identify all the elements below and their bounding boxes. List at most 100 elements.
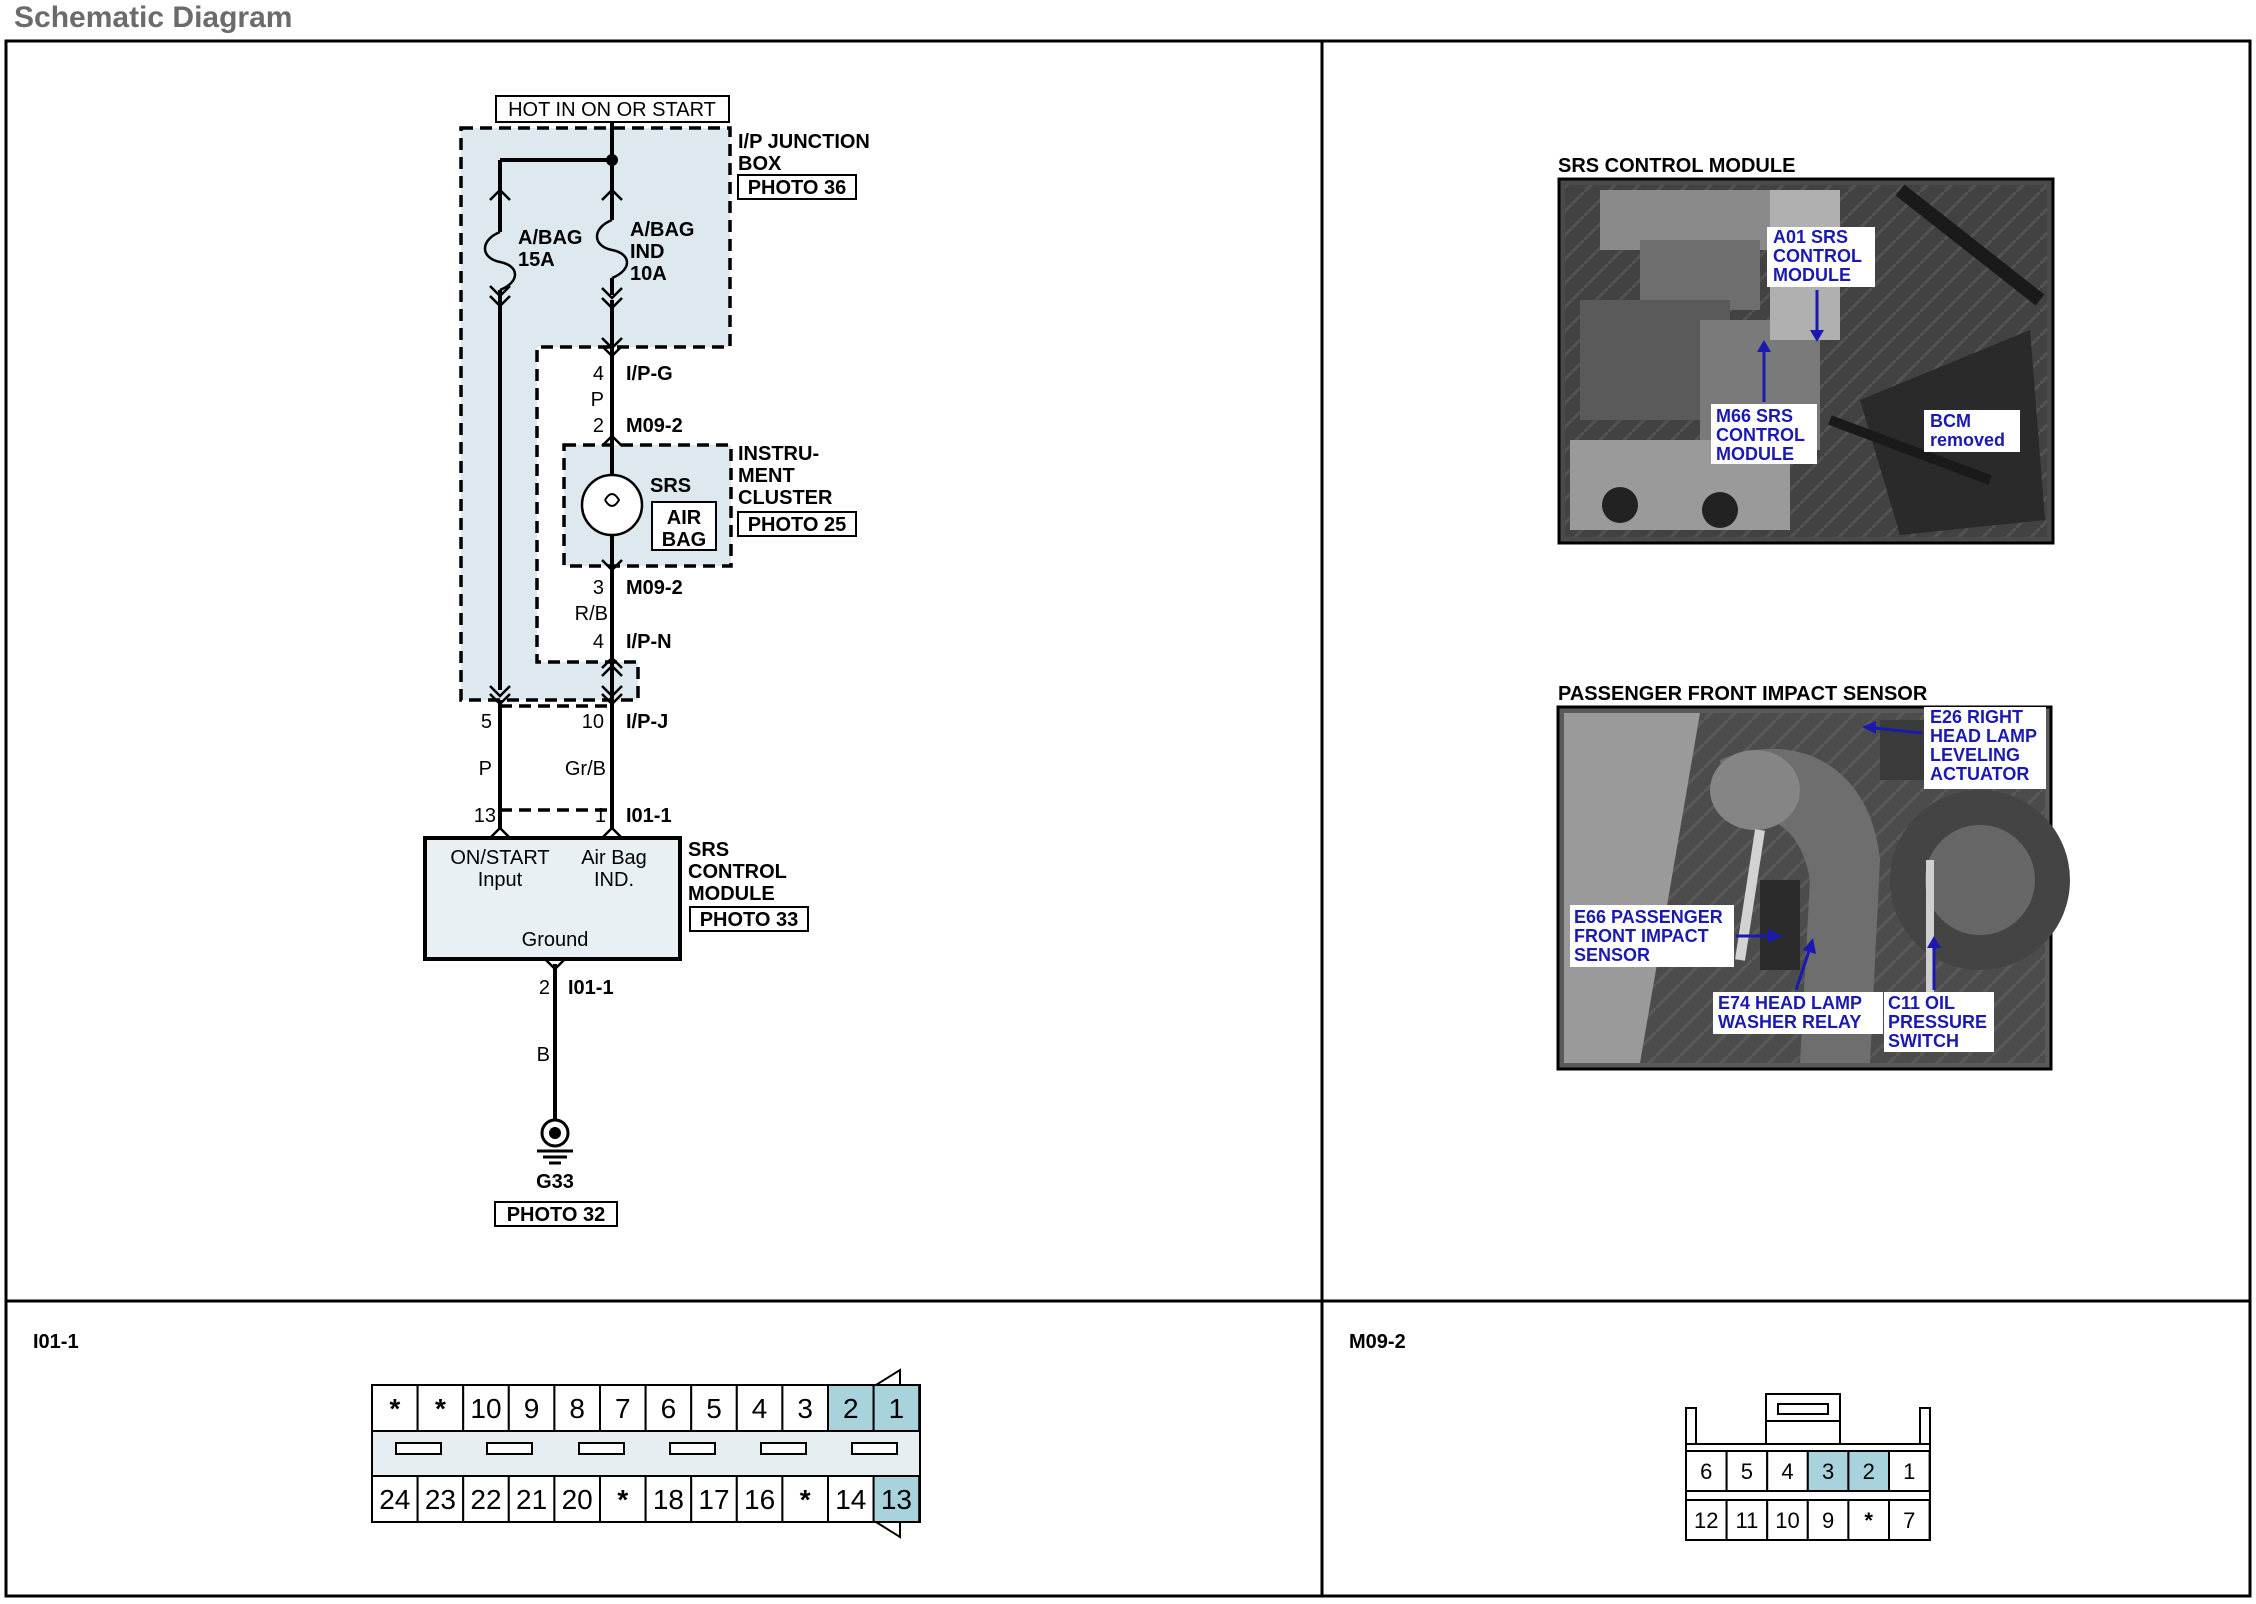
svg-text:CONTROL: CONTROL xyxy=(688,861,787,883)
svg-text:BAG: BAG xyxy=(662,529,706,551)
pin-number: 3 xyxy=(1822,1459,1834,1484)
connector-i01-pin-cell: 23 xyxy=(416,1475,465,1523)
callout-e26: E26 RIGHT xyxy=(1930,707,2023,727)
svg-text:MENT: MENT xyxy=(738,465,795,487)
callout-e74: E74 HEAD LAMP xyxy=(1718,993,1862,1013)
svg-text:WASHER RELAY: WASHER RELAY xyxy=(1718,1012,1861,1032)
pin-number: 6 xyxy=(1700,1459,1712,1484)
connector-m09-pin-cell: 7 xyxy=(1888,1499,1931,1541)
pin-number: * xyxy=(435,1393,446,1424)
pin-number: 10 xyxy=(470,1393,501,1424)
svg-text:BOX: BOX xyxy=(738,153,782,175)
page-title: Schematic Diagram xyxy=(14,1,292,34)
pin-number: 9 xyxy=(1822,1508,1834,1533)
slot-markers xyxy=(395,1442,898,1455)
pin-number: 23 xyxy=(425,1484,456,1515)
connector-i01-pin-cell: 3 xyxy=(781,1384,830,1432)
svg-text:4: 4 xyxy=(593,631,604,653)
svg-text:IND: IND xyxy=(630,241,664,263)
connector-i01-pin-cell: * xyxy=(781,1475,830,1523)
callout-c11: C11 OIL xyxy=(1888,993,1955,1013)
svg-text:removed: removed xyxy=(1930,430,2005,450)
pin-number: 1 xyxy=(1903,1459,1915,1484)
connector-m09-pin-cell: 1 xyxy=(1888,1450,1931,1492)
pin-number: 4 xyxy=(1781,1459,1793,1484)
svg-text:5: 5 xyxy=(481,711,492,733)
page-frame xyxy=(4,39,2252,1598)
pin-number: 13 xyxy=(881,1484,912,1515)
callout-e66: E66 PASSENGER xyxy=(1574,907,1723,927)
svg-text:A/BAG: A/BAG xyxy=(630,219,694,241)
svg-text:2: 2 xyxy=(593,415,604,437)
photo-passenger-front-impact-sensor: PASSENGER FRONT IMPACT SENSOR E26 RIGHT … xyxy=(1556,683,2070,1071)
srs-module-label: SRS xyxy=(688,839,729,861)
photo-srs-control-module: SRS CONTROL MODULE A01 SRS CONTROL MODUL… xyxy=(1557,155,2055,545)
connector-i01-pin-cell: 20 xyxy=(553,1475,602,1523)
svg-text:IND.: IND. xyxy=(594,869,634,891)
connector-i01-pin-cell: * xyxy=(599,1475,647,1523)
pin-number: 12 xyxy=(1694,1508,1718,1533)
module-shade xyxy=(425,838,680,959)
pin-number: 5 xyxy=(706,1393,722,1424)
junction-box-outline xyxy=(459,126,732,702)
svg-text:13: 13 xyxy=(474,805,496,827)
cluster-photo: PHOTO 25 xyxy=(748,514,847,536)
pin-number: 4 xyxy=(752,1393,768,1424)
connector-i01-pin-cell: 4 xyxy=(735,1384,784,1432)
connector-i01-pin-cell: 6 xyxy=(644,1384,693,1432)
pin-number: 18 xyxy=(653,1484,684,1515)
svg-text:ON/START: ON/START xyxy=(450,847,549,869)
connector-m09-bottom: M09-2 xyxy=(626,577,683,599)
pin-number: 6 xyxy=(661,1393,677,1424)
svg-text:MODULE: MODULE xyxy=(1716,444,1794,464)
svg-text:10A: 10A xyxy=(630,263,667,285)
connector-i01-pin-cell: 2 xyxy=(827,1384,875,1432)
svg-text:Gr/B: Gr/B xyxy=(565,758,606,780)
srs-control-module xyxy=(423,836,682,961)
connector-m09-pin-cell: 6 xyxy=(1685,1450,1728,1492)
pin-number: 14 xyxy=(835,1484,866,1515)
pin-number: * xyxy=(389,1393,400,1424)
svg-text:3: 3 xyxy=(593,577,604,599)
svg-text:FRONT IMPACT: FRONT IMPACT xyxy=(1574,926,1709,946)
pin-number: 11 xyxy=(1735,1508,1758,1533)
svg-text:CONTROL: CONTROL xyxy=(1773,246,1862,266)
svg-text:PRESSURE: PRESSURE xyxy=(1888,1012,1987,1032)
ground-label: G33 xyxy=(536,1171,574,1193)
connector-m09-pin-cell: 12 xyxy=(1685,1499,1728,1541)
svg-text:Input: Input xyxy=(478,869,523,891)
pin-number: * xyxy=(800,1484,811,1515)
svg-text:2: 2 xyxy=(539,977,550,999)
connector-i01-pin-cell: * xyxy=(416,1384,465,1432)
svg-text:Air Bag: Air Bag xyxy=(581,847,647,869)
svg-text:15A: 15A xyxy=(518,249,555,271)
connector-i01-pin-cell: 8 xyxy=(553,1384,602,1432)
svg-text:SWITCH: SWITCH xyxy=(1888,1031,1959,1051)
connector-i01-pin-cell: 13 xyxy=(872,1475,921,1523)
pin-number: 16 xyxy=(744,1484,775,1515)
pin-number: 2 xyxy=(1863,1459,1875,1484)
connector-i01-top: I01-1 xyxy=(626,805,672,827)
pin-number: 10 xyxy=(1775,1508,1799,1533)
connector-ipg: I/P-G xyxy=(626,363,673,385)
svg-text:HEAD LAMP: HEAD LAMP xyxy=(1930,726,2037,746)
svg-text:4: 4 xyxy=(593,363,604,385)
svg-text:1: 1 xyxy=(595,805,606,827)
callout-a01: A01 SRS xyxy=(1773,227,1848,247)
photo2-title: PASSENGER FRONT IMPACT SENSOR xyxy=(1558,683,1928,705)
svg-text:SENSOR: SENSOR xyxy=(1574,945,1650,965)
pin-number: 7 xyxy=(615,1393,631,1424)
svg-text:CLUSTER: CLUSTER xyxy=(738,487,833,509)
svg-text:AIR: AIR xyxy=(667,507,702,529)
connector-i01-pin-cell: 22 xyxy=(462,1475,510,1523)
svg-text:SRS: SRS xyxy=(650,475,691,497)
ground-photo: PHOTO 32 xyxy=(507,1204,606,1226)
pin-number: 1 xyxy=(889,1393,905,1424)
pin-number: 17 xyxy=(698,1484,729,1515)
svg-text:ACTUATOR: ACTUATOR xyxy=(1930,764,2029,784)
connector-m09-pin-cell: * xyxy=(1847,1499,1891,1541)
callout-bcm: BCM xyxy=(1930,411,1971,431)
connector-i01-pin-cell: 18 xyxy=(644,1475,693,1523)
